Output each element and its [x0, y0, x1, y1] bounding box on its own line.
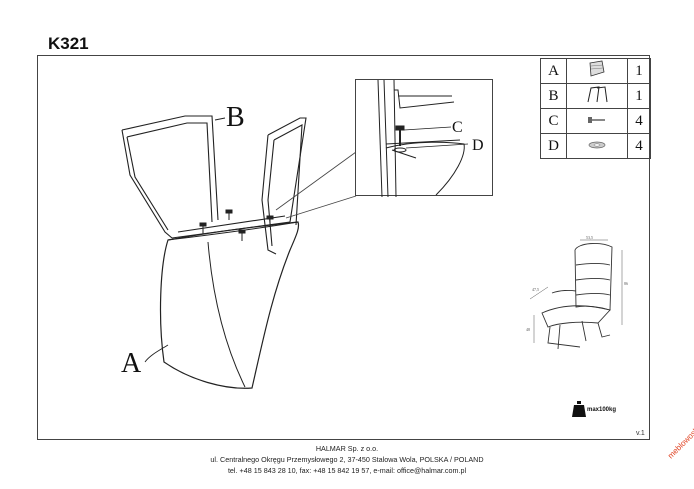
parts-row: C 4	[540, 108, 651, 134]
parts-list: A 1 B 1 C 4 D 4	[540, 58, 651, 159]
detail-drawing: C D	[377, 79, 484, 198]
svg-text:53,5: 53,5	[586, 235, 593, 241]
parts-row: A 1	[540, 58, 651, 84]
detail-bolt	[395, 125, 405, 146]
svg-text:47,5: 47,5	[532, 287, 539, 293]
frame-bolts	[199, 209, 274, 241]
footer-contact: tel. +48 15 843 28 10, fax: +48 15 842 1…	[227, 466, 467, 475]
svg-text:86: 86	[624, 281, 628, 286]
version-label: v.1	[636, 430, 645, 437]
footer-address: ul. Centralnego Okręgu Przemysłowego 2, …	[210, 455, 484, 464]
parts-row: B 1	[540, 83, 651, 109]
part-qty: 1	[627, 58, 651, 84]
part-qty: 4	[627, 108, 651, 134]
detail-washer	[393, 147, 407, 153]
seat-shape	[159, 221, 300, 389]
max-load-label: max100kg	[587, 407, 617, 413]
leg-frame-icon	[566, 83, 628, 109]
svg-text:48: 48	[526, 327, 530, 332]
parts-row: D 4	[540, 133, 651, 159]
product-code: K321	[48, 34, 89, 53]
label-b: B	[226, 102, 245, 133]
part-letter: C	[540, 108, 567, 134]
instruction-frame	[37, 55, 650, 440]
part-letter: B	[540, 83, 567, 109]
bolt-icon	[566, 108, 628, 134]
seat-seam	[207, 241, 246, 388]
detail-magnifier: C D	[355, 79, 493, 198]
part-qty: 1	[627, 83, 651, 109]
part-qty: 4	[627, 133, 651, 159]
label-a: A	[121, 348, 142, 379]
finished-chair-illustration: 53,5 86 47,5 48	[526, 235, 628, 350]
seat-icon	[566, 58, 628, 84]
weight-icon	[572, 401, 586, 417]
footer-company: HALMAR Sp. z o.o.	[315, 444, 379, 453]
part-letter: A	[540, 58, 567, 84]
part-letter: D	[540, 133, 567, 159]
label-c: C	[452, 119, 463, 136]
label-d: D	[472, 137, 484, 154]
leg-frame	[121, 115, 307, 255]
washer-icon	[566, 133, 628, 159]
